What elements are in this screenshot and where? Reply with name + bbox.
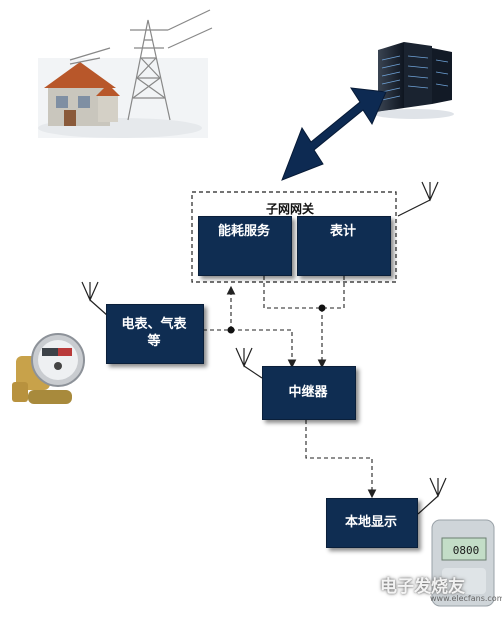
- watermark-text: 电子发烧友: [380, 577, 465, 597]
- display-device-illustration: [431, 519, 495, 607]
- meters-node: [106, 304, 204, 364]
- local-display-node: [326, 498, 418, 548]
- water-meter-illustration: [12, 333, 85, 404]
- gateway-dashed-boundary: [191, 191, 397, 283]
- energy-service-label: 能耗服务: [217, 223, 270, 239]
- display-antenna-icon: [429, 477, 447, 498]
- repeater-node: [262, 366, 356, 420]
- gateway-title: 子网网关: [265, 202, 314, 216]
- meter-gateway-label: 表计: [329, 223, 356, 239]
- meter-gateway-node: [297, 216, 391, 276]
- local-display-label: 本地显示: [344, 514, 397, 530]
- watermark-url: www.elecfans.com: [430, 594, 502, 603]
- house-tower-illustration: [38, 9, 213, 138]
- server-rack-illustration: [374, 42, 454, 119]
- repeater-label: 中继器: [288, 384, 328, 400]
- meter-antenna-icon: [81, 281, 99, 302]
- energy-service-node: [198, 216, 292, 276]
- repeater-antenna-icon: [235, 347, 253, 368]
- meters-label: 电表、气表 等: [121, 317, 187, 349]
- junction-dot: [227, 326, 235, 334]
- ethernet-double-arrow: [281, 87, 387, 181]
- antenna-icons: [81, 181, 447, 515]
- junction-dot: [318, 304, 326, 312]
- gateway-antenna-icon: [421, 181, 439, 202]
- display-reading: 0800: [452, 544, 480, 557]
